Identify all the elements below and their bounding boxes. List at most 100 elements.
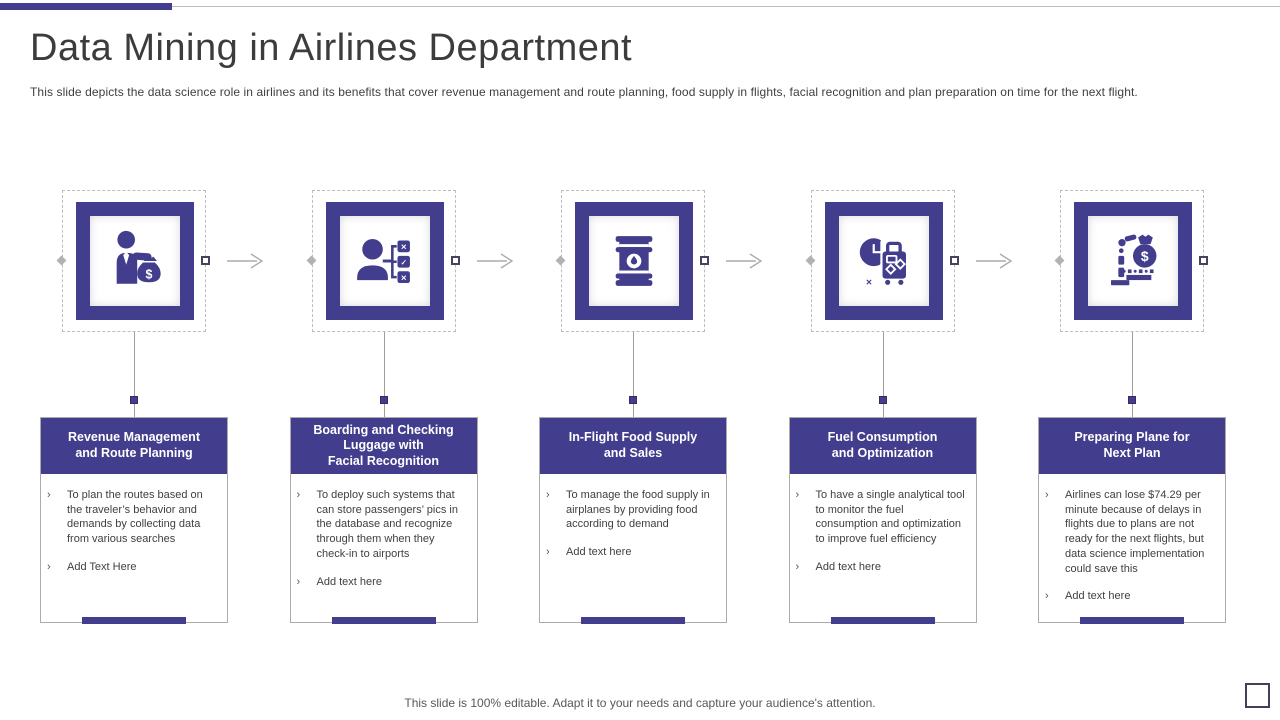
bullet-item: › To deploy such systems that can store … [297,488,471,562]
right-arrow-connector [227,253,264,269]
bullet-marker: › [546,489,550,501]
bullet-marker: › [296,489,301,501]
card-bottom-accent [331,617,436,624]
card-bottom-accent [1080,617,1184,624]
bullet-item: › Add text here [1045,589,1219,604]
right-square-handle[interactable] [450,256,460,265]
icon-frame-inner [589,216,679,306]
bullet-marker: › [47,489,51,501]
icon-frame[interactable]: ✕ ✓ ✕ [325,202,444,320]
bullet-marker: › [47,560,51,573]
svg-text:✕: ✕ [400,243,406,252]
info-card[interactable]: Preparing Plane for Next Plan › Airlines… [1038,417,1226,624]
column-facial-recognition: ✕ ✓ ✕ Boarding and Checking Luggage with… [289,190,513,625]
columns-row: $ Revenue Management and Route Planning … [40,190,1228,625]
card-body: › To plan the routes based on the travel… [41,474,227,575]
bullet-item: › Airlines can lose $74.29 per minute be… [1045,488,1219,576]
card-bottom-accent [830,617,935,624]
card-title: Revenue Management and Route Planning [41,418,227,474]
icon-frame[interactable]: ✕ [824,202,943,320]
svg-text:✕: ✕ [865,278,872,287]
svg-text:✕: ✕ [400,273,406,282]
connector-node [130,396,138,404]
icon-frame-inner: ✕ [838,216,929,306]
card-title: Fuel Consumption and Optimization [789,418,976,474]
bullet-text: Add Text Here [67,560,137,573]
bullet-item: › To manage the food supply in airplanes… [546,488,720,532]
connector-node [1128,396,1136,404]
column-revenue-management: $ Revenue Management and Route Planning … [40,190,264,625]
svg-text:✓: ✓ [400,258,406,267]
bullet-marker: › [296,575,301,588]
card-body: › To have a single analytical tool to mo… [790,474,976,575]
svg-text:$: $ [145,268,152,282]
info-card[interactable]: In-Flight Food Supply and Sales › To man… [539,417,727,624]
oil-barrel-icon [615,236,653,286]
column-fuel-consumption: ✕ Fuel Consumption and Optimization › To… [788,190,1012,625]
bullet-text: To manage the food supply in airplanes b… [566,489,710,531]
bullet-item: › Add text here [546,545,720,560]
card-title: In-Flight Food Supply and Sales [540,418,726,474]
top-accent-bar [0,3,172,10]
businessman-money-bag-icon: $ [116,230,161,284]
connector-line [383,332,385,417]
icon-frame[interactable] [575,202,693,320]
right-arrow-connector [476,253,513,269]
bullet-item: › To have a single analytical tool to mo… [796,488,970,547]
icon-frame[interactable]: $ [76,202,194,320]
svg-text:$: $ [1141,248,1149,264]
bullet-text: Airlines can lose $74.29 per minute beca… [1065,489,1205,575]
footer-note: This slide is 100% editable. Adapt it to… [404,696,876,710]
robotic-arm-money-bag-icon: $ [1111,234,1157,286]
bullet-item: › Add text here [297,575,471,590]
bullet-item: › To plan the routes based on the travel… [47,488,221,547]
bullet-marker: › [546,546,550,559]
card-title: Boarding and Checking Luggage with Facia… [290,418,477,474]
right-square-handle[interactable] [949,256,959,265]
icon-frame-inner: $ [1088,216,1178,306]
info-card[interactable]: Revenue Management and Route Planning › … [40,417,228,624]
card-bottom-accent [581,617,685,624]
page-title: Data Mining in Airlines Department [30,27,633,69]
header-divider-line [172,6,1280,7]
facial-recognition-checklist-icon: ✕ ✓ ✕ [356,239,410,283]
bullet-text: To deploy such systems that can store pa… [316,489,458,560]
connector-node [878,396,887,404]
bullet-text: Add text here [566,546,632,559]
card-title: Preparing Plane for Next Plan [1039,418,1225,474]
right-square-handle[interactable] [700,256,709,265]
info-card[interactable]: Fuel Consumption and Optimization › To h… [788,417,977,624]
corner-square-shape [1245,683,1270,708]
card-body: › To manage the food supply in airplanes… [540,474,726,560]
card-body: › To deploy such systems that can store … [291,474,477,589]
right-square-handle[interactable] [201,256,210,265]
icon-frame[interactable]: $ [1074,202,1192,320]
card-bottom-accent [82,617,186,624]
bullet-marker: › [1045,489,1049,501]
column-preparing-plane: $ Preparing Plane for Next Plan [1038,190,1228,625]
icon-frame-inner: $ [90,216,180,306]
bullet-item: › Add Text Here [47,560,221,575]
bullet-marker: › [795,560,800,573]
info-card[interactable]: Boarding and Checking Luggage with Facia… [289,417,478,624]
bullet-text: Add text here [1065,590,1131,603]
card-body: › Airlines can lose $74.29 per minute be… [1039,474,1225,604]
connector-node [629,396,637,404]
clock-luggage-icon: ✕ [859,238,908,287]
bullet-marker: › [795,489,800,501]
bullet-text: Add text here [316,575,382,588]
bullet-text: To have a single analytical tool to moni… [815,489,965,546]
column-food-supply: In-Flight Food Supply and Sales › To man… [539,190,763,625]
bullet-text: To plan the routes based on the traveler… [67,489,203,546]
bullet-marker: › [1045,590,1049,603]
right-arrow-connector [975,253,1012,269]
connector-line [882,332,884,417]
connector-line [633,332,634,417]
bullet-item: › Add text here [796,560,970,575]
connector-line [1132,332,1133,417]
bullet-text: Add text here [815,560,881,573]
icon-frame-inner: ✕ ✓ ✕ [339,216,430,306]
right-arrow-connector [726,253,763,269]
right-square-handle[interactable] [1199,256,1208,265]
page-subtitle: This slide depicts the data science role… [30,85,1138,99]
